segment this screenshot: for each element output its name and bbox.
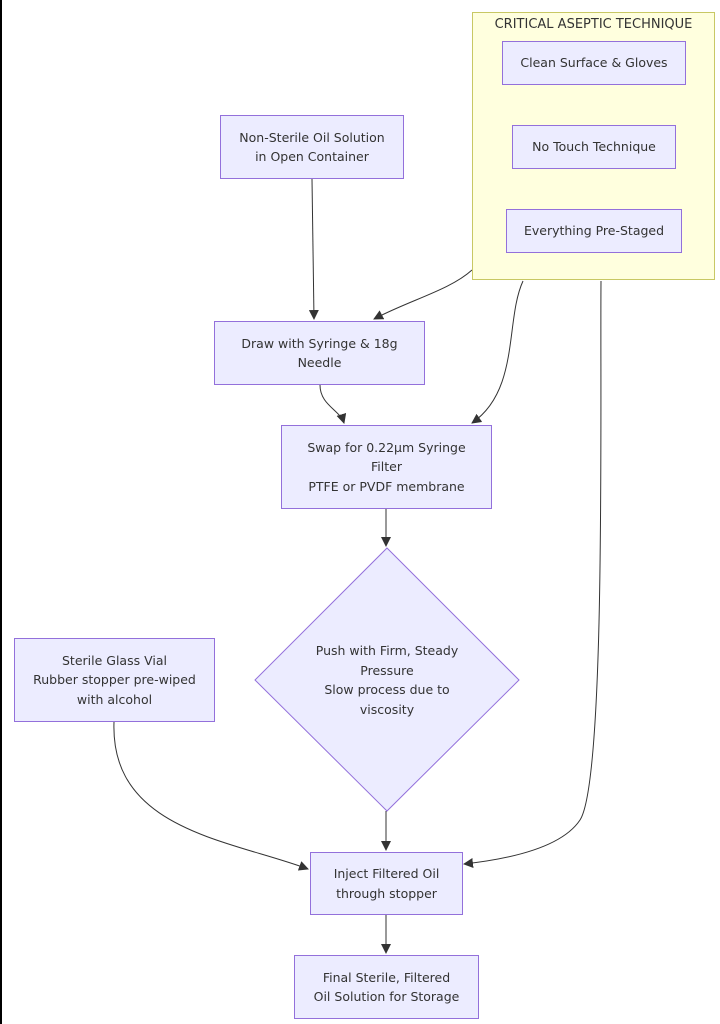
node-final-sterile-solution[interactable]: Final Sterile, Filtered Oil Solution for… — [294, 955, 479, 1019]
node-swap-filter-label: Swap for 0.22µm Syringe Filter PTFE or P… — [307, 439, 466, 494]
node-non-sterile-oil-label: Non-Sterile Oil Solution in Open Contain… — [239, 129, 385, 165]
edge-cluster-to-swap — [471, 280, 524, 424]
edge-cluster-to-draw — [373, 269, 473, 320]
edge-cluster-to-inject — [463, 280, 602, 868]
node-inject-filtered-oil-label: Inject Filtered Oil through stopper — [333, 866, 440, 901]
node-inject-filtered-oil[interactable]: Inject Filtered Oil through stopper — [310, 852, 463, 915]
node-non-sterile-oil[interactable]: Non-Sterile Oil Solution in Open Contain… — [220, 115, 404, 179]
node-sterile-glass-vial-label: Sterile Glass Vial Rubber stopper pre-wi… — [33, 652, 196, 707]
node-draw-syringe-label: Draw with Syringe & 18g Needle — [241, 335, 398, 371]
node-everything-pre-staged-label: Everything Pre-Staged — [523, 223, 665, 239]
left-border-line — [0, 0, 2, 1024]
push-diamond-shape[interactable] — [254, 547, 520, 812]
node-clean-surface-gloves[interactable]: Clean Surface & Gloves — [502, 41, 686, 85]
node-no-touch-technique[interactable]: No Touch Technique — [512, 125, 676, 169]
aseptic-technique-title: CRITICAL ASEPTIC TECHNIQUE — [494, 17, 693, 32]
node-swap-filter[interactable]: Swap for 0.22µm Syringe Filter PTFE or P… — [281, 425, 492, 509]
edge-vial-to-inject — [113, 721, 309, 871]
node-everything-pre-staged[interactable]: Everything Pre-Staged — [506, 209, 682, 253]
edge-non-sterile-to-draw — [308, 178, 319, 320]
node-push-pressure-label: Push with Firm, Steady Pressure Slow pro… — [315, 643, 459, 717]
edge-draw-to-swap — [319, 384, 347, 424]
node-no-touch-technique-label: No Touch Technique — [532, 139, 656, 155]
node-draw-syringe[interactable]: Draw with Syringe & 18g Needle — [214, 321, 425, 385]
node-push-pressure: Push with Firm, Steady Pressure Slow pro… — [297, 630, 477, 730]
node-final-sterile-solution-label: Final Sterile, Filtered Oil Solution for… — [313, 969, 460, 1005]
node-clean-surface-gloves-label: Clean Surface & Gloves — [520, 55, 668, 71]
node-sterile-glass-vial[interactable]: Sterile Glass Vial Rubber stopper pre-wi… — [14, 638, 215, 722]
